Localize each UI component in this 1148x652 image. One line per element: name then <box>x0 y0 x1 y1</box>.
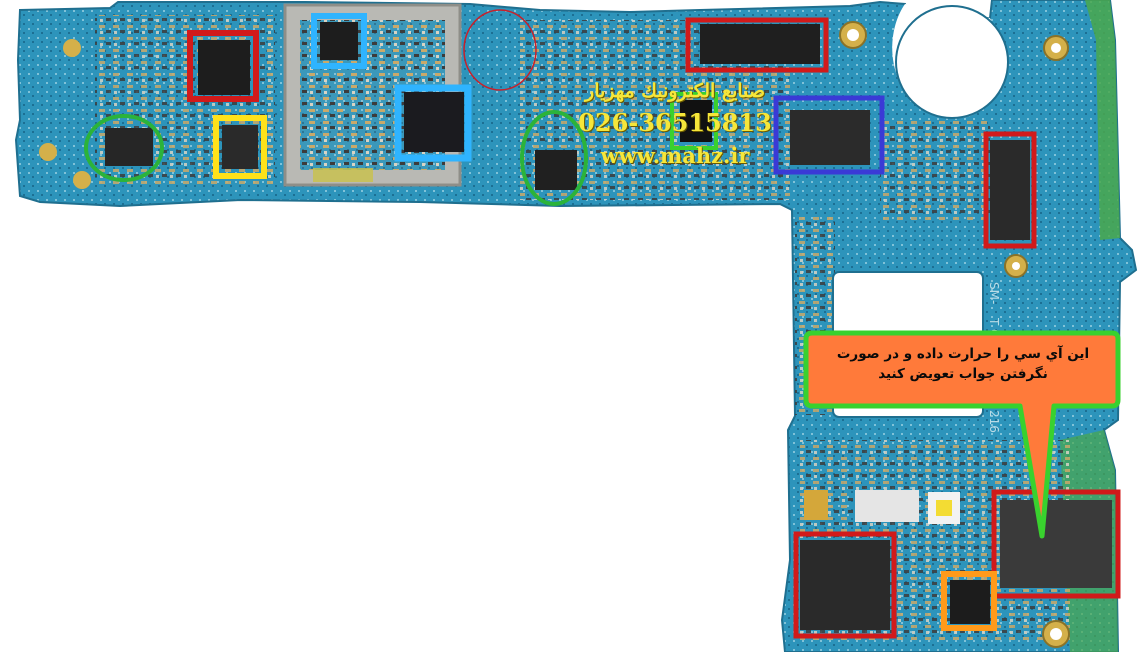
highlight-boxes <box>84 9 1121 639</box>
red-highlight-box <box>983 131 1037 249</box>
watermark-company-name: صنايع الكترونيك مهزيار <box>585 80 765 102</box>
red-thin-ellipse <box>463 9 537 91</box>
red-highlight-box <box>991 489 1121 599</box>
yellow-highlight-box <box>213 115 267 179</box>
navy-highlight-box <box>773 95 885 175</box>
blue-highlight-box <box>394 84 472 162</box>
red-highlight-box <box>685 17 829 73</box>
green-highlight-box <box>670 92 718 150</box>
green-highlight-ellipse <box>84 114 164 182</box>
red-highlight-box <box>187 30 259 102</box>
callout-text: اين آي سي را حرارت داده و در صورت نگرفتن… <box>836 346 1090 382</box>
silkscreen-216: 216 <box>987 410 1001 433</box>
watermark-website: www.mahz.ir <box>600 143 750 168</box>
silkscreen-sm: SM- <box>987 282 1001 304</box>
camera-cutout <box>892 4 1009 119</box>
watermark-phone: 026-36515813 <box>578 108 772 137</box>
callout-bubble <box>803 330 1121 539</box>
green-highlight-ellipse <box>520 110 588 206</box>
red-highlight-box <box>793 531 897 639</box>
mounting-holes <box>39 21 1070 648</box>
orange-highlight-box <box>941 571 997 631</box>
blue-highlight-box <box>311 13 367 69</box>
chips <box>105 22 1112 630</box>
